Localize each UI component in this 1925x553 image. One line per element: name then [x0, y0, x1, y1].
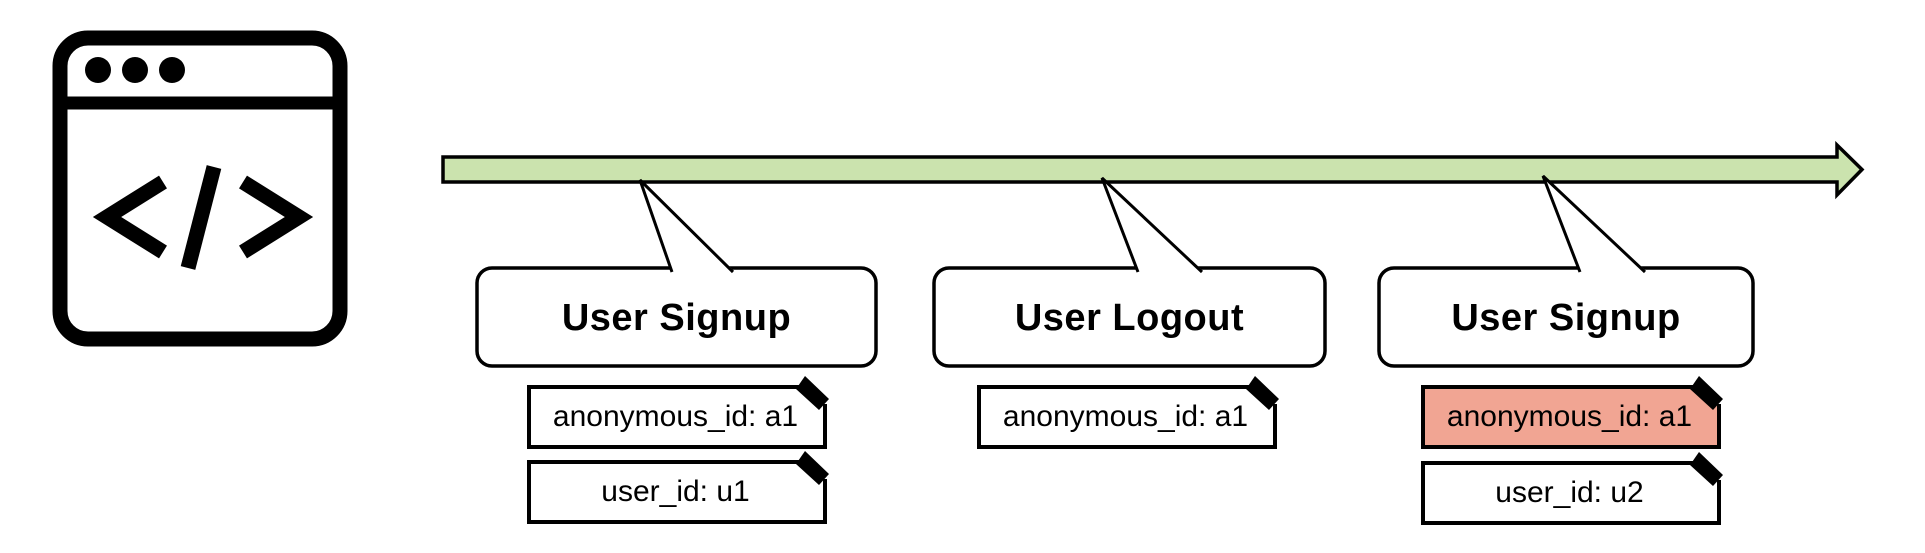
- tag-outline: [1421, 385, 1721, 449]
- tag-body: [1423, 463, 1719, 523]
- timeline-arrow-shape: [441, 140, 1865, 200]
- tag-label: anonymous_id: a1: [552, 400, 799, 433]
- tag-body-highlighted: [1423, 387, 1719, 447]
- callout-tail-outline: [638, 178, 735, 274]
- tag-outline: [527, 385, 827, 449]
- tag-body: [979, 387, 1275, 447]
- property-tag-user-id: user_id: u1: [526, 448, 834, 526]
- browser-window-icon: [52, 30, 348, 347]
- tag-label: anonymous_id: a1: [1446, 400, 1693, 433]
- window-dot-icon: [85, 57, 111, 83]
- property-tag-anonymous-id-highlighted: anonymous_id: a1: [1420, 373, 1728, 451]
- event-title: User Signup: [561, 296, 792, 339]
- event-title: User Signup: [1451, 296, 1681, 339]
- folded-corner-icon: [796, 451, 829, 485]
- event-callout-signup-2: User Signup: [1377, 170, 1755, 370]
- property-tag-user-id: user_id: u2: [1420, 449, 1728, 527]
- timeline-arrow: [438, 140, 1870, 202]
- event-title: User Logout: [1014, 296, 1245, 339]
- event-callout-logout: User Logout: [932, 170, 1327, 370]
- window-dot-icon: [122, 57, 148, 83]
- callout-box: [1377, 266, 1755, 368]
- tag-label: user_id: u2: [1495, 476, 1644, 509]
- folded-corner-icon: [1690, 452, 1723, 486]
- folded-corner-icon: [796, 376, 829, 410]
- tag-label: user_id: u1: [601, 475, 750, 508]
- event-callout-signup-1: User Signup: [475, 170, 878, 370]
- callout-tail-outline: [1541, 174, 1647, 274]
- tag-outline: [977, 385, 1277, 449]
- tag-body: [529, 462, 825, 522]
- callout-tail-outline: [1100, 176, 1204, 274]
- tag-label: anonymous_id: a1: [1002, 400, 1249, 433]
- tag-outline: [1421, 461, 1721, 525]
- folded-corner-icon: [1690, 376, 1723, 410]
- property-tag-anonymous-id: anonymous_id: a1: [526, 373, 834, 451]
- tag-body: [529, 387, 825, 447]
- callout-box: [932, 266, 1327, 368]
- window-dot-icon: [159, 57, 185, 83]
- folded-corner-icon: [1246, 376, 1279, 410]
- tag-outline: [527, 460, 827, 524]
- property-tag-anonymous-id: anonymous_id: a1: [976, 373, 1284, 451]
- code-icon: [92, 165, 314, 270]
